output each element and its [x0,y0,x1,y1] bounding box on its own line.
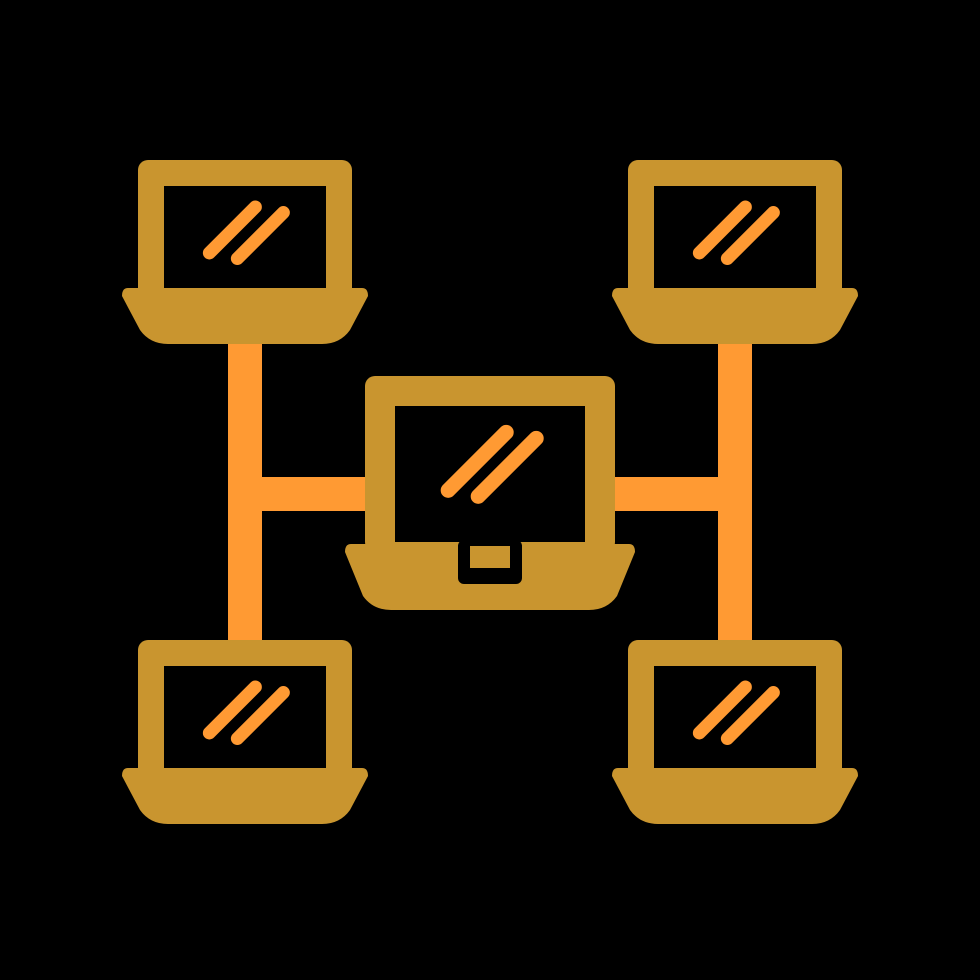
connector-right-horizontal [612,477,752,511]
laptop-bottom-right-icon [612,640,858,824]
screen-glare-line [230,206,290,266]
screen-glare-line [440,424,514,498]
laptop-base [122,768,368,824]
laptop-base [612,288,858,344]
screen-glare-line [470,430,544,504]
laptop-base [612,768,858,824]
laptop-top-right-icon [612,160,858,344]
laptop-screen [164,666,326,774]
trackpad-notch-inner [470,546,510,568]
screen-glare-line [202,680,262,740]
laptop-screen [164,186,326,294]
screen-glare-line [720,686,780,746]
laptop-bottom-left-icon [122,640,368,824]
screen-glare-line [230,686,290,746]
laptop-screen [654,186,816,294]
laptop-screen [654,666,816,774]
connector-left-horizontal [228,477,368,511]
network-connectors [228,325,752,645]
laptop-base [122,288,368,344]
screen-glare-line [692,680,752,740]
screen-glare-line [202,200,262,260]
screen-glare-line [692,200,752,260]
laptop-group [122,160,858,824]
laptop-center-icon [345,376,635,610]
laptop-top-left-icon [122,160,368,344]
screen-glare-line [720,206,780,266]
